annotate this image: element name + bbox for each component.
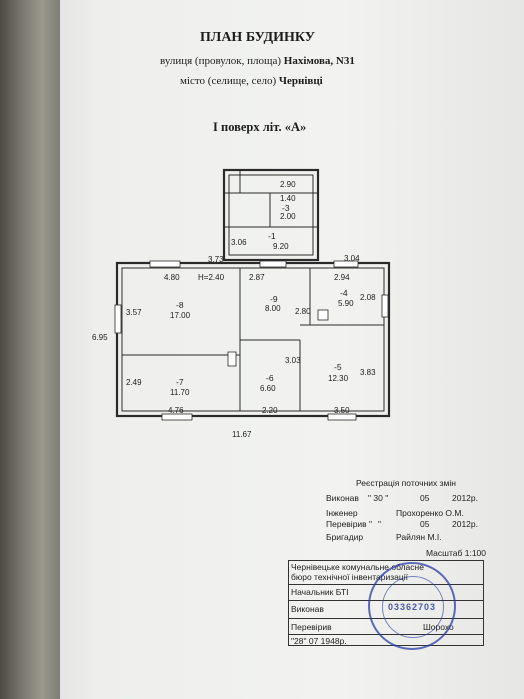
dim-label: 2.49 xyxy=(126,378,142,387)
dim-label: 11.70 xyxy=(170,388,190,397)
dim-label: 11.67 xyxy=(232,430,252,439)
stamp-code: 03362703 xyxy=(387,602,437,612)
binder-edge xyxy=(0,0,60,699)
registry-checked-label: Перевірив " xyxy=(326,519,373,529)
registry-executed-day: " 30 " xyxy=(368,493,389,503)
room-number: -1 xyxy=(268,231,276,241)
dim-label: 2.00 xyxy=(280,212,296,221)
dim-label: 3.06 xyxy=(231,238,247,247)
annex-outline xyxy=(222,168,320,262)
dim-label: 1.40 xyxy=(280,194,296,203)
registry-heading: Реєстрація поточних змін xyxy=(356,478,456,488)
dim-label: 9.20 xyxy=(273,242,289,251)
seal-stamp: 03362703 xyxy=(368,562,456,650)
house-outline xyxy=(115,261,391,418)
dim-label: 4.76 xyxy=(168,406,184,415)
dim-label: 3.83 xyxy=(360,368,376,377)
registry-checked-month: 05 xyxy=(420,519,430,529)
floor-plan: 2.90 1.40 2.00 3.06 9.20 3.73 3.04 4.80 … xyxy=(92,168,391,439)
dim-label: 6.60 xyxy=(260,384,276,393)
dim-label: 2.87 xyxy=(249,273,265,282)
bti-head-label: Начальник БТІ xyxy=(291,587,349,597)
room-number: -7 xyxy=(176,377,184,387)
registry-executed-month: 05 xyxy=(420,493,430,503)
dim-label: 4.80 xyxy=(164,273,180,282)
registry-foreman-label: Бригадир xyxy=(326,532,364,542)
doc-title: ПЛАН БУДИНКУ xyxy=(200,30,316,45)
room-number: -8 xyxy=(176,300,184,310)
street-line: вулиця (провулок, площа) Нахімова, N31 xyxy=(160,55,355,67)
room-number: -5 xyxy=(334,362,342,372)
street-value: Нахімова, N31 xyxy=(283,55,355,67)
dim-label: H=2.40 xyxy=(198,273,225,282)
floor-label: І поверх літ. «А» xyxy=(213,120,307,134)
bti-executed-label: Виконав xyxy=(291,604,324,614)
room-number: -4 xyxy=(340,288,348,298)
registry-checked-day: " xyxy=(378,519,382,529)
dim-label: 2.80 xyxy=(295,307,311,316)
room-number: -6 xyxy=(266,373,274,383)
dim-label: 3.57 xyxy=(126,308,142,317)
dim-label: 3.04 xyxy=(344,254,360,263)
dim-label: 2.94 xyxy=(334,273,350,282)
scale-label: Масштаб 1:100 xyxy=(426,548,486,558)
registry-engineer-label: Інженер xyxy=(326,508,358,518)
dim-label: 12.30 xyxy=(328,374,349,383)
dim-label: 3.03 xyxy=(285,356,301,365)
bti-org: Чернівецьке комунальне обласне бюро техн… xyxy=(291,562,424,582)
city-value: Чернівці xyxy=(278,75,323,87)
city-line: місто (селище, село) Чернівці xyxy=(180,75,323,87)
registry-checked-year: 2012р. xyxy=(452,519,478,529)
dim-label: 17.00 xyxy=(170,311,191,320)
registry-foreman-value: Райлян М.І. xyxy=(396,532,442,542)
dim-label: 2.08 xyxy=(360,293,376,302)
bti-date: "28" 07 1948р. xyxy=(291,636,347,646)
bti-checked-label: Перевірив xyxy=(291,622,332,632)
dim-label: 8.00 xyxy=(265,304,281,313)
street-label: вулиця (провулок, площа) xyxy=(160,55,282,67)
room-number: -9 xyxy=(270,294,278,304)
dim-label: 6.95 xyxy=(92,333,108,342)
registry-executed-year: 2012р. xyxy=(452,493,478,503)
room-number: -3 xyxy=(282,203,290,213)
dim-label: 5.90 xyxy=(338,299,354,308)
city-label: місто (селище, село) xyxy=(180,75,277,87)
registry-engineer-value: Прохоренко О.М. xyxy=(396,508,464,518)
dim-label: 2.90 xyxy=(280,180,296,189)
registry-executed-label: Виконав xyxy=(326,493,359,503)
dim-label: 3.50 xyxy=(334,406,350,415)
dim-label: 2.20 xyxy=(262,406,278,415)
dim-label: 3.73 xyxy=(208,255,224,264)
